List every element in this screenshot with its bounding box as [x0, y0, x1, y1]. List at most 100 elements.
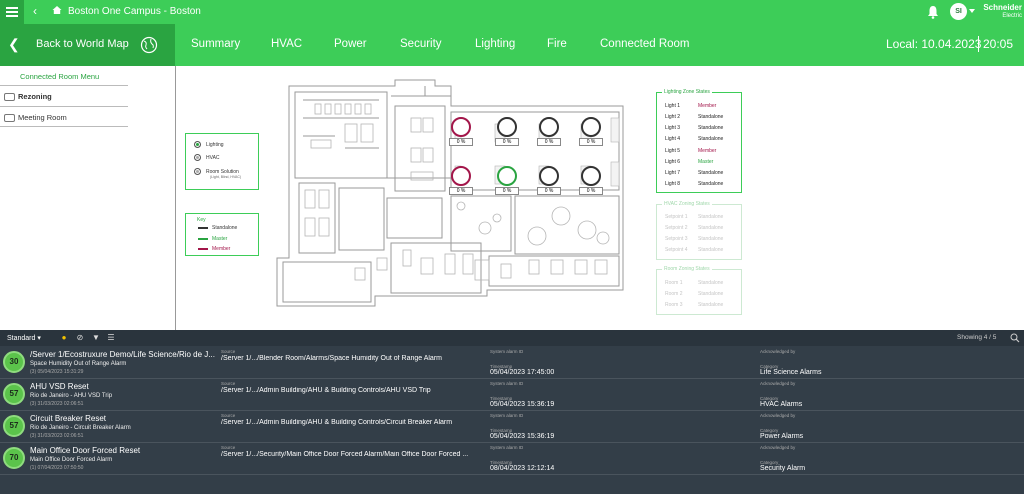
layer-option-label: Room Solution: [206, 168, 239, 175]
zone-state: Standalone: [698, 225, 724, 231]
zone-row: Setpoint 3 Standalone: [665, 236, 723, 242]
layer-option-sublabel: (Light, Blind, HVAC): [210, 175, 242, 179]
layer-option-hvac[interactable]: HVAC: [194, 154, 220, 161]
hamburger-menu-button[interactable]: [0, 0, 24, 24]
alarm-meta: (3) 31/03/2023 02:06:51: [30, 401, 84, 407]
showing-count: Showing 4 / 5: [957, 334, 997, 341]
chevron-left-icon: ❮: [8, 36, 20, 52]
tab-fire[interactable]: Fire: [547, 38, 567, 50]
source-label: Source: [221, 349, 236, 354]
light-level: 0 %: [537, 138, 561, 146]
zone-name: Light 8: [665, 181, 681, 187]
search-icon[interactable]: [1010, 333, 1020, 343]
zone-name: Light 5: [665, 148, 681, 154]
logo-line1: Schneider: [983, 3, 1022, 12]
light-level: 0 %: [537, 187, 561, 195]
disable-icon[interactable]: ⊘: [76, 333, 84, 342]
notification-bell-icon[interactable]: [927, 5, 939, 19]
timestamp-label: Timestamp: [490, 428, 513, 433]
side-panel: Connected Room Menu Rezoning Meeting Roo…: [0, 66, 176, 330]
system-alarm-id-label: System alarm ID: [490, 413, 524, 418]
bulb-icon: [451, 166, 471, 186]
alarm-meta: (3) 05/04/2023 15:31:29: [30, 369, 84, 375]
bulb-icon: [539, 117, 559, 137]
columns-settings-icon[interactable]: ☰: [107, 333, 115, 342]
user-avatar[interactable]: SI: [950, 3, 967, 20]
timestamp-label: Timestamp: [490, 364, 513, 369]
panel-title: HVAC Zoning States: [662, 201, 712, 207]
tab-summary[interactable]: Summary: [191, 38, 241, 50]
local-date: Local: 10.04.2023: [886, 37, 982, 51]
bulb-icon: [497, 117, 517, 137]
light-level: 0 %: [579, 187, 603, 195]
key-title: Key: [197, 217, 206, 223]
sidebar-item-meeting-room[interactable]: Meeting Room: [4, 113, 67, 123]
back-to-world-map-button[interactable]: ❮ Back to World Map: [0, 24, 175, 66]
source-value: /Server 1/.../Security/Main Office Door …: [221, 451, 469, 458]
source-value: /Server 1/.../Admin Building/AHU & Build…: [221, 387, 431, 394]
panel-title: Room Zoning States: [662, 266, 712, 272]
zone-state: Member: [698, 103, 717, 109]
home-icon[interactable]: [52, 5, 62, 15]
category-value: Power Alarms: [760, 433, 804, 440]
tab-connected-room[interactable]: Connected Room: [600, 38, 690, 50]
category-value: Security Alarm: [760, 465, 806, 472]
priority-badge: 70: [3, 447, 25, 469]
zone-state: Member: [698, 148, 717, 154]
acknowledge-icon[interactable]: ●: [61, 333, 67, 342]
bulb-icon: [451, 117, 471, 137]
key-label: Member: [212, 246, 231, 252]
source-value: /Server 1/.../Admin Building/AHU & Build…: [221, 419, 453, 426]
system-alarm-id-label: System alarm ID: [490, 381, 524, 386]
alarm-toolbar: Standard ▾ ● ⊘ ▼ ☰ Showing 4 / 5: [0, 330, 1024, 346]
zone-name: Light 3: [665, 125, 681, 131]
layer-option-lighting[interactable]: Lighting: [194, 141, 224, 148]
alarm-name: /Server 1/Ecostruxure Demo/Life Science/…: [30, 350, 215, 359]
zone-state: Standalone: [698, 114, 724, 120]
zone-state: Standalone: [698, 302, 724, 308]
bulb-icon: [539, 166, 559, 186]
filter-icon[interactable]: ▼: [92, 333, 100, 342]
back-arrow-icon[interactable]: ‹: [33, 4, 37, 18]
category-label: Category: [760, 460, 779, 465]
system-alarm-id-label: System alarm ID: [490, 445, 524, 450]
layer-option-room-solution[interactable]: Room Solution: [194, 168, 239, 175]
sidebar-item-rezoning[interactable]: Rezoning: [4, 92, 52, 102]
tab-power[interactable]: Power: [334, 38, 367, 50]
bulb-icon: [497, 166, 517, 186]
source-label: Source: [221, 381, 236, 386]
light-level: 0 %: [449, 138, 473, 146]
tab-hvac[interactable]: HVAC: [271, 38, 303, 50]
alarm-row[interactable]: 57 Circuit Breaker Reset Rio de Janeiro …: [0, 411, 1024, 443]
key-label: Master: [212, 236, 228, 242]
key-swatch: [198, 237, 208, 240]
alarm-row[interactable]: 30 /Server 1/Ecostruxure Demo/Life Scien…: [0, 347, 1024, 379]
view-selector[interactable]: Standard ▾: [7, 335, 41, 342]
light-level: 0 %: [495, 187, 519, 195]
alarm-row[interactable]: 57 AHU VSD Reset Rio de Janeiro - AHU VS…: [0, 379, 1024, 411]
acknowledged-by-label: Acknowledged by: [760, 349, 796, 354]
alarm-row[interactable]: 70 Main Office Door Forced Reset Main Of…: [0, 443, 1024, 475]
zone-name: Setpoint 3: [665, 236, 688, 242]
layer-selector: Lighting HVAC Room Solution (Light, Blin…: [185, 133, 259, 190]
zone-state: Standalone: [698, 236, 724, 242]
tab-lighting[interactable]: Lighting: [475, 38, 516, 50]
tab-security[interactable]: Security: [400, 38, 442, 50]
acknowledged-by-label: Acknowledged by: [760, 445, 796, 450]
back-to-world-map-label: Back to World Map: [36, 38, 129, 50]
timestamp-label: Timestamp: [490, 460, 513, 465]
user-menu-caret-icon[interactable]: [969, 9, 975, 13]
globe-icon[interactable]: [140, 36, 158, 54]
zone-name: Setpoint 2: [665, 225, 688, 231]
zone-name: Room 1: [665, 280, 683, 286]
timestamp-value: 05/04/2023 15:36:19: [490, 433, 555, 440]
zone-row: Setpoint 2 Standalone: [665, 225, 723, 231]
alarm-meta: (1) 07/04/2023 07:50:50: [30, 465, 84, 471]
